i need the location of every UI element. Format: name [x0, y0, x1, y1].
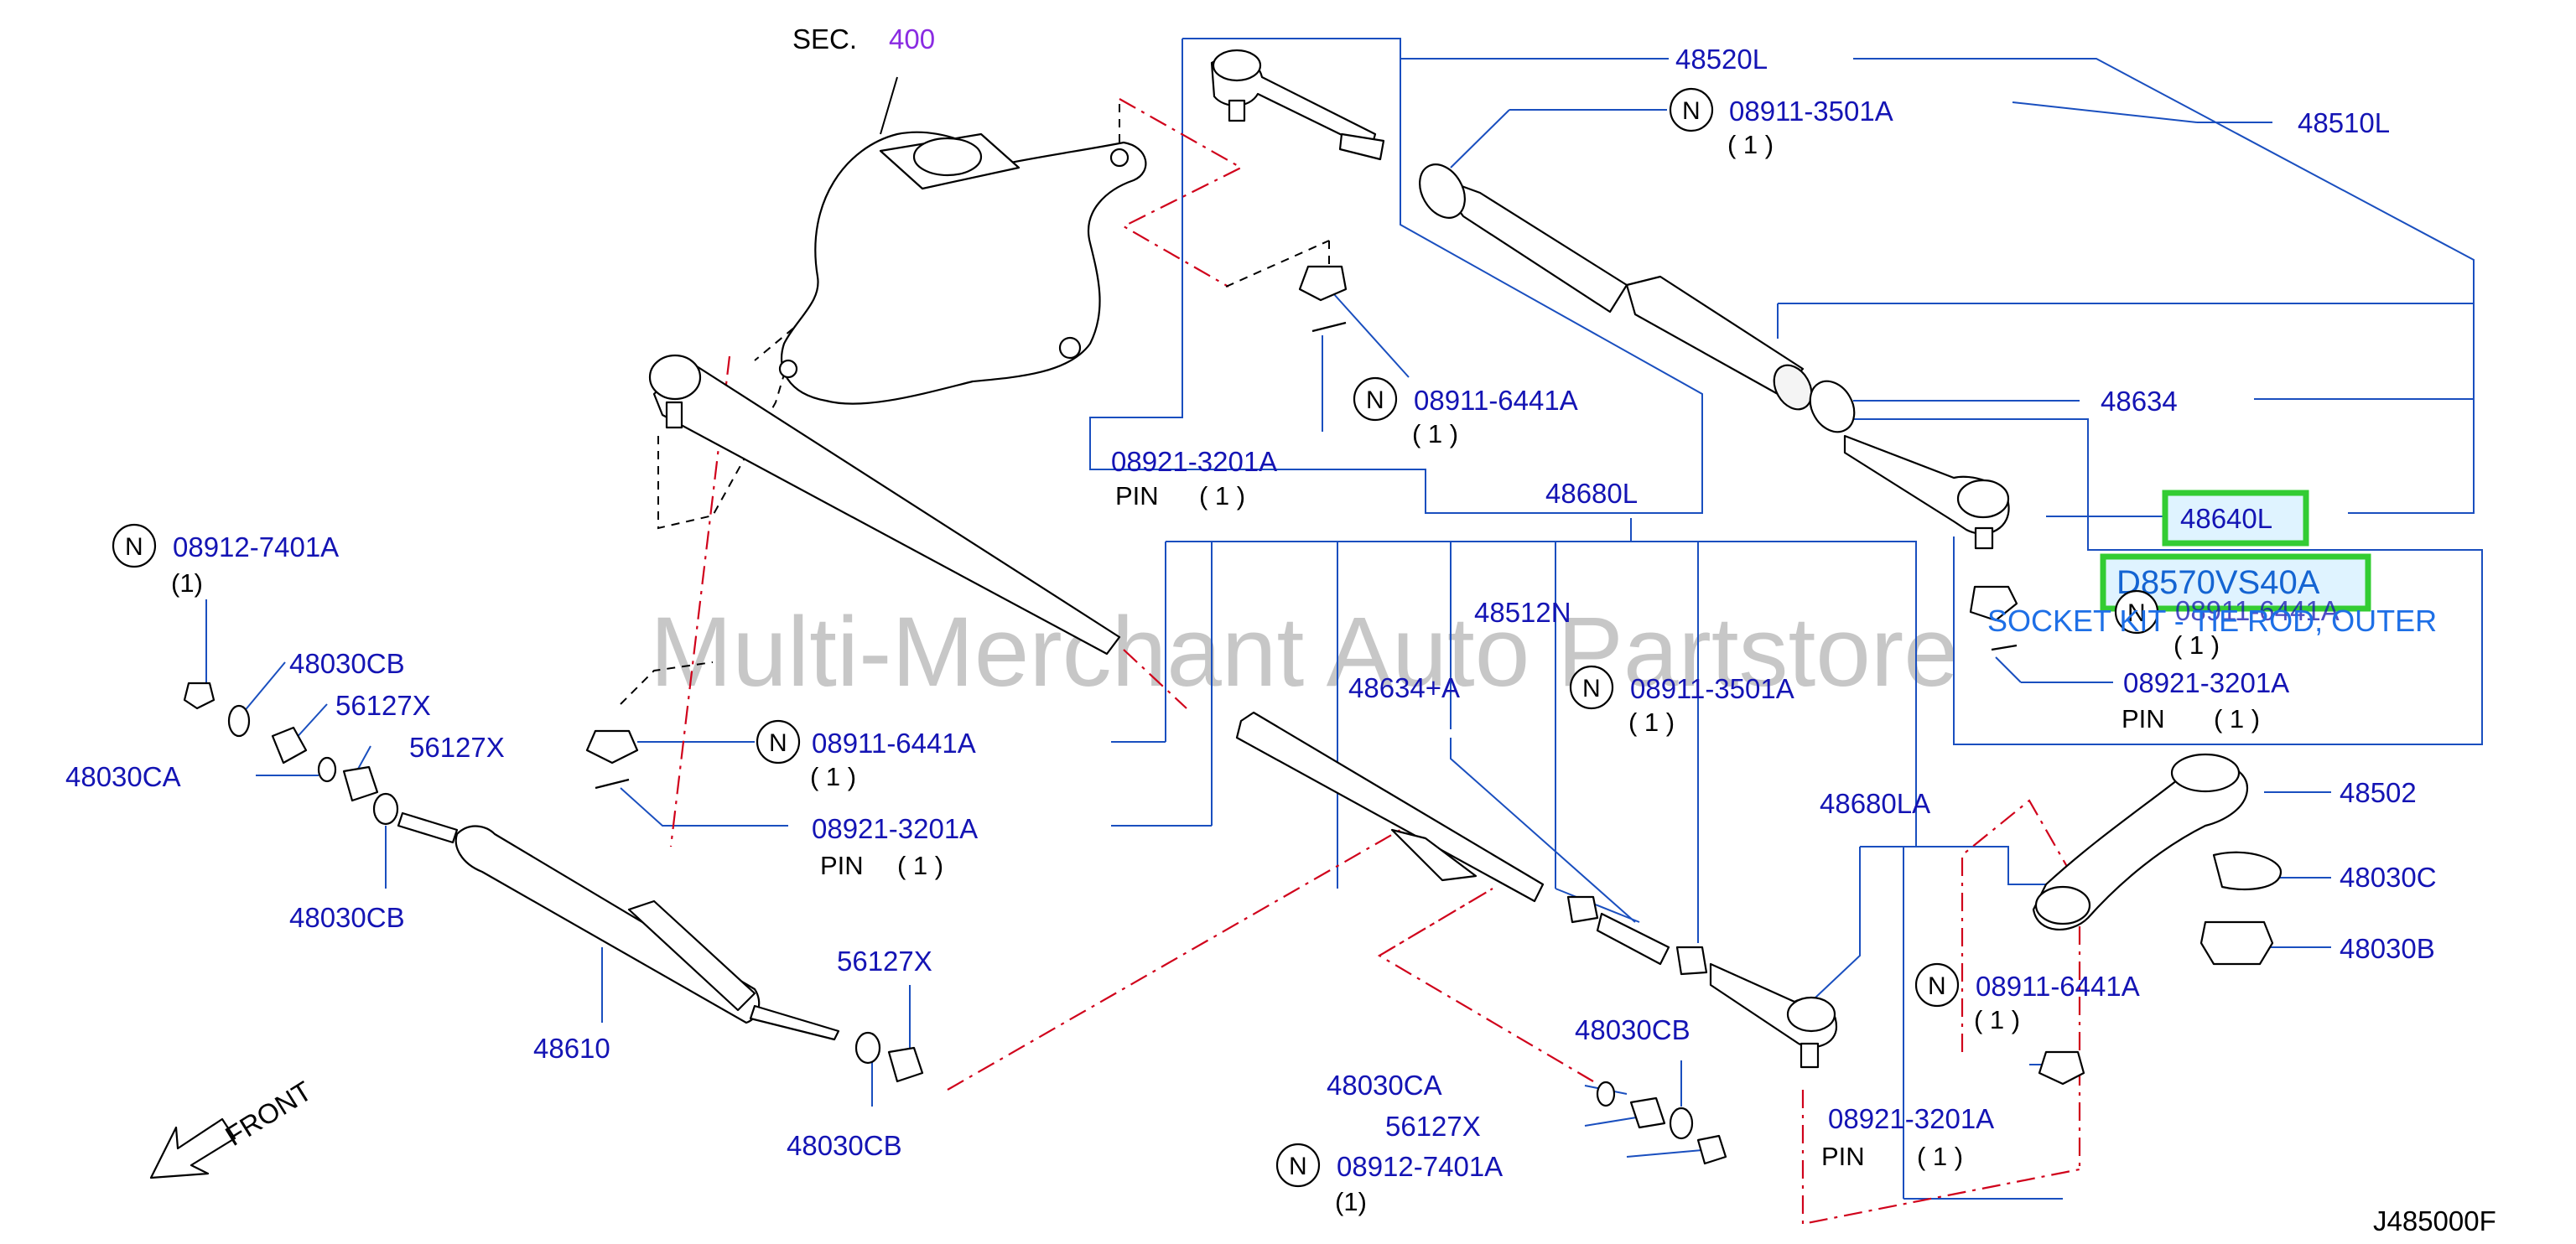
part-label[interactable]: 08911-6441A: [1976, 971, 2140, 1002]
part-label[interactable]: 56127X: [837, 946, 932, 977]
part-label[interactable]: 48610: [533, 1033, 610, 1064]
n-marker-letter: N: [125, 533, 143, 561]
part-label[interactable]: 08912-7401A: [173, 531, 339, 562]
part-label[interactable]: 48030CB: [289, 902, 405, 933]
qty-label: ( 1 ): [1974, 1005, 2020, 1034]
qty-label: ( 1 ): [2174, 630, 2220, 660]
n-marker-letter: N: [1582, 675, 1601, 702]
part-label[interactable]: 08921-3201A: [812, 813, 978, 844]
pin-label: PIN: [1821, 1142, 1865, 1171]
part-label[interactable]: 48030CB: [1575, 1014, 1690, 1045]
n-marker-icon: [1669, 87, 1714, 132]
highlighted-part-label[interactable]: 48640L: [2180, 503, 2272, 534]
pin-label: PIN: [820, 851, 864, 880]
front-direction-indicator: FRONT: [149, 1075, 317, 1179]
part-label[interactable]: 48634: [2101, 386, 2178, 417]
part-label[interactable]: 08911-3501A: [1630, 673, 1794, 704]
kit-description: SOCKET KIT - TIE ROD, OUTER: [1987, 604, 2437, 638]
qty-label: ( 1 ): [1917, 1142, 1963, 1171]
part-label[interactable]: 56127X: [1385, 1111, 1481, 1142]
parts-drawing: [183, 49, 2283, 1165]
n-marker-letter: N: [769, 729, 787, 757]
n-marker-letter: N: [1682, 97, 1701, 125]
part-label[interactable]: 08912-7401A: [1337, 1151, 1503, 1182]
part-label[interactable]: 48030CA: [65, 761, 181, 792]
front-arrow-icon: [149, 1117, 236, 1179]
n-marker-letter: N: [1366, 386, 1384, 414]
kit-code-label[interactable]: D8570VS40A: [2116, 564, 2320, 601]
part-label[interactable]: 08911-6441A: [2175, 595, 2340, 626]
qty-label: ( 1 ): [897, 851, 943, 880]
n-marker-icon: [1914, 962, 1960, 1008]
qty-label: (1): [171, 568, 203, 598]
part-label[interactable]: 56127X: [335, 690, 431, 721]
part-label[interactable]: 08921-3201A: [1828, 1103, 1994, 1134]
pin-label: PIN: [2122, 704, 2165, 733]
callout-lines: [205, 38, 2483, 1200]
highlight-frame: [2162, 490, 2309, 547]
part-label[interactable]: 48680L: [1545, 478, 1638, 509]
part-label[interactable]: 56127X: [409, 732, 505, 763]
qty-label: ( 1 ): [1412, 419, 1458, 448]
front-label: FRONT: [220, 1075, 317, 1152]
part-label[interactable]: 08911-6441A: [812, 728, 976, 759]
n-marker-icon: [1275, 1143, 1321, 1188]
n-marker-icon: [756, 719, 801, 765]
qty-label: ( 1 ): [810, 762, 856, 791]
part-label[interactable]: 48510L: [2298, 107, 2390, 138]
part-label[interactable]: 08921-3201A: [1111, 446, 1277, 477]
qty-label: (1): [1335, 1187, 1367, 1216]
part-label[interactable]: 48030CB: [787, 1130, 902, 1161]
part-label[interactable]: 48512N: [1474, 597, 1571, 628]
diagram-id: J485000F: [2373, 1205, 2496, 1236]
pin-label: PIN: [1115, 481, 1159, 511]
part-label[interactable]: 08911-3501A: [1729, 96, 1893, 127]
part-label[interactable]: 48634+A: [1348, 672, 1460, 703]
n-marker-letter: N: [1928, 972, 1946, 1000]
n-marker-icon: [1353, 376, 1398, 422]
part-label[interactable]: 48502: [2340, 777, 2417, 808]
n-marker-icon: [112, 523, 157, 568]
n-marker-icon: [2114, 589, 2159, 635]
part-label[interactable]: 48030C: [2340, 862, 2437, 893]
n-marker-letter: N: [2127, 599, 2146, 627]
section-number-link[interactable]: 400: [889, 23, 935, 54]
part-label[interactable]: 48030CA: [1327, 1070, 1442, 1101]
part-label[interactable]: 48520L: [1675, 44, 1768, 75]
part-label[interactable]: 08911-6441A: [1414, 385, 1578, 416]
section-reference[interactable]: SEC. 400: [792, 23, 935, 54]
watermark: Multi-Merchant Auto Partstore: [650, 597, 1959, 708]
qty-label: ( 1 ): [1727, 130, 1774, 159]
qty-label: ( 1 ): [1628, 708, 1675, 737]
part-labels: 48520L N 08911-3501A ( 1 ) 48510L N 0891…: [65, 44, 2437, 1216]
part-label[interactable]: 48030B: [2340, 933, 2435, 964]
qty-label: ( 1 ): [1199, 481, 1245, 511]
part-label[interactable]: 48680LA: [1820, 788, 1930, 819]
qty-label: ( 1 ): [2214, 704, 2260, 733]
section-prefix: SEC.: [792, 23, 857, 54]
n-marker-letter: N: [1289, 1153, 1307, 1180]
n-marker-icon: [1569, 665, 1614, 710]
part-label[interactable]: 48030CB: [289, 648, 405, 679]
part-label[interactable]: 08921-3201A: [2123, 667, 2289, 698]
